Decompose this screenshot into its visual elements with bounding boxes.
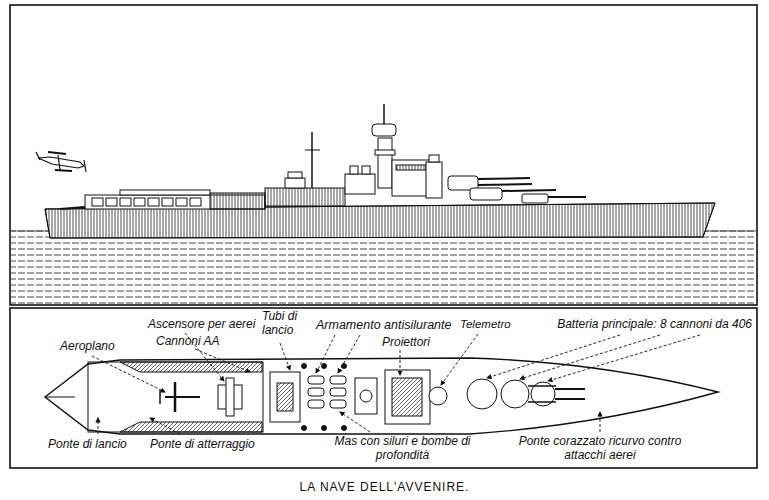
callout-label: Ascensore per aerei [148, 318, 255, 332]
callout-label: Tubi di lancio [262, 310, 314, 338]
airplane [36, 152, 86, 172]
callout-label: Batteria principale: 8 cannoni da 406 [557, 318, 752, 332]
figure-caption: LA NAVE DELL'AVVENIRE. [0, 480, 769, 494]
ship-side-view [45, 104, 715, 238]
leader-lines [92, 333, 700, 434]
callout-label: Ponte di atterraggio [150, 438, 255, 452]
callout-label: Cannoni AA [156, 335, 220, 349]
bottom-frame [10, 308, 757, 468]
callout-label: Mas con siluri e bombe di profondità [330, 435, 475, 463]
callout-label: Aeroplano [60, 340, 115, 354]
sea [11, 230, 756, 304]
top-frame [10, 5, 757, 305]
callout-label: Ponte corazzato ricurvo contro attacchi … [500, 435, 700, 463]
callout-label: Telemetro [460, 318, 511, 331]
ship-plan-view [45, 358, 718, 434]
callout-label: Armamento antisilurante [316, 318, 451, 332]
callout-label: Ponte di lancio [48, 438, 127, 452]
callout-label: Proiettori [382, 336, 430, 350]
